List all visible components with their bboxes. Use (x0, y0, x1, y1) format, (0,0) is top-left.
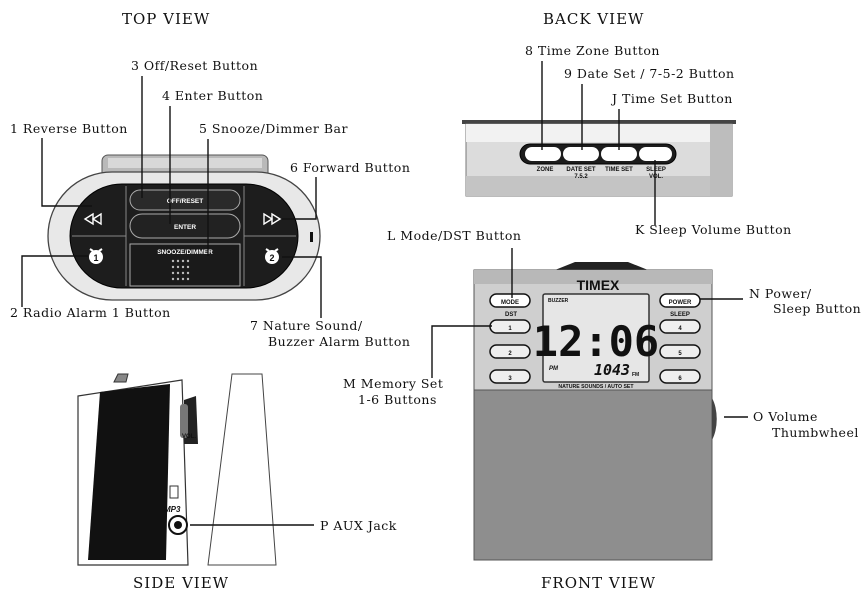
mp3-label: MP3 (164, 505, 181, 514)
callout-7-nature-sound: 7 Nature Sound/ (250, 318, 363, 333)
zone-button[interactable] (525, 147, 561, 161)
front-speaker-grille (473, 389, 713, 561)
alarm-1-number: 1 (93, 253, 98, 263)
side-view-title: SIDE VIEW (133, 574, 229, 592)
reverse-button[interactable] (83, 212, 102, 226)
snooze-dimmer-bar[interactable] (129, 243, 241, 287)
callout-N-power: N Power/ (749, 286, 812, 301)
leader-2 (21, 255, 88, 307)
snooze-grille (171, 259, 190, 281)
callout-M-memory-set: M Memory Set (343, 376, 443, 391)
callout-3-off-reset: 3 Off/Reset Button (131, 58, 258, 73)
callout-5-snooze-dimmer: 5 Snooze/Dimmer Bar (199, 121, 348, 136)
memory-1-label: 1 (508, 326, 512, 332)
mode-dst-button[interactable] (489, 293, 531, 308)
lcd-time: 12:06 (533, 317, 659, 366)
radio-alarm-1-button[interactable]: 1 (89, 248, 103, 264)
leader-M (431, 325, 492, 378)
front-view-title: FRONT VIEW (541, 574, 656, 592)
forward-icon (263, 212, 282, 226)
top-view-device: OFF/RESET ENTER SNOOZE/DIMMER 1 (47, 154, 321, 301)
callout-N-sleep: Sleep Button (773, 301, 861, 316)
mode-label: MODE (501, 300, 519, 306)
alarm-clock-icon (265, 250, 279, 264)
date-set-sub-label: 7.5.2 (574, 174, 588, 180)
callout-L-mode-dst: L Mode/DST Button (387, 228, 521, 243)
front-view-device: TIMEX MODE DST 1 2 3 POWER SLEEP 4 5 6 B… (473, 262, 717, 561)
top-view-title: TOP VIEW (122, 10, 210, 28)
forward-button[interactable] (263, 212, 282, 226)
callout-P-aux-jack: P AUX Jack (320, 518, 397, 533)
back-view-device: ZONE DATE SET 7.5.2 TIME SET SLEEP VOL. (462, 120, 736, 197)
lcd-display (542, 293, 650, 383)
date-set-button[interactable] (563, 147, 599, 161)
memory-5-button[interactable] (659, 344, 701, 359)
power-label: POWER (669, 300, 692, 306)
memory-6-label: 6 (678, 376, 682, 382)
callout-K-sleep-volume: K Sleep Volume Button (635, 222, 792, 237)
off-reset-label: OFF/RESET (167, 198, 204, 205)
lcd-pm: PM (549, 366, 559, 372)
memory-5-label: 5 (678, 351, 682, 357)
alarm-clock-icon (89, 250, 103, 264)
side-view-device: VOL. MP3 (77, 373, 277, 566)
side-vol-label: VOL. (182, 434, 196, 440)
enter-label: ENTER (174, 224, 196, 231)
brand-logo: TIMEX (577, 277, 620, 293)
sleep-label: SLEEP (646, 167, 666, 173)
callout-1-reverse: 1 Reverse Button (10, 121, 128, 136)
time-set-label: TIME SET (605, 167, 633, 173)
leader-1 (41, 138, 92, 207)
reverse-icon (83, 212, 102, 226)
time-set-button[interactable] (601, 147, 637, 161)
power-sleep-button[interactable] (659, 293, 701, 308)
nature-buzzer-alarm-button[interactable]: 2 (265, 248, 279, 264)
memory-6-button[interactable] (659, 369, 701, 384)
dst-label: DST (505, 312, 517, 318)
callout-7-buzzer-alarm: Buzzer Alarm Button (268, 334, 410, 349)
vol-label: VOL. (649, 174, 663, 180)
memory-3-label: 3 (508, 376, 512, 382)
callout-M-buttons: 1-6 Buttons (358, 392, 437, 407)
back-view-title: BACK VIEW (543, 10, 644, 28)
lcd-frequency: 1043 (594, 361, 630, 379)
callout-O-volume: O Volume (753, 409, 818, 424)
snooze-dimmer-label: SNOOZE/DIMMER (157, 249, 213, 256)
callout-J-time-set: J Time Set Button (610, 91, 733, 106)
alarm-2-number: 2 (269, 253, 274, 263)
callout-2-radio-alarm-1: 2 Radio Alarm 1 Button (10, 305, 171, 320)
lcd-frequency-unit: FM (632, 372, 639, 378)
side-base-outline (207, 373, 277, 566)
memory-2-button[interactable] (489, 344, 531, 359)
callout-9-date-set: 9 Date Set / 7-5-2 Button (564, 66, 735, 81)
date-set-label: DATE SET (566, 167, 596, 173)
sleep-label: SLEEP (670, 312, 690, 318)
memory-2-label: 2 (508, 351, 512, 357)
volume-thumbwheel[interactable] (712, 398, 717, 440)
side-front-panel (88, 384, 170, 560)
nature-sounds-label: NATURE SOUNDS / AUTO SET (558, 384, 634, 390)
callout-8-time-zone: 8 Time Zone Button (525, 43, 660, 58)
leader-7 (282, 256, 322, 318)
sleep-volume-button[interactable] (639, 147, 672, 161)
enter-button[interactable] (129, 213, 241, 239)
off-reset-button[interactable] (129, 189, 241, 211)
lcd-buzzer-indicator: BUZZER (548, 298, 569, 304)
leader-6 (282, 177, 317, 220)
callout-6-forward: 6 Forward Button (290, 160, 410, 175)
callout-4-enter: 4 Enter Button (162, 88, 263, 103)
memory-4-label: 4 (678, 326, 682, 332)
callout-O-thumbwheel: Thumbwheel (772, 425, 859, 440)
memory-3-button[interactable] (489, 369, 531, 384)
memory-4-button[interactable] (659, 319, 701, 334)
side-port-icon (169, 485, 179, 499)
zone-label: ZONE (537, 167, 554, 173)
